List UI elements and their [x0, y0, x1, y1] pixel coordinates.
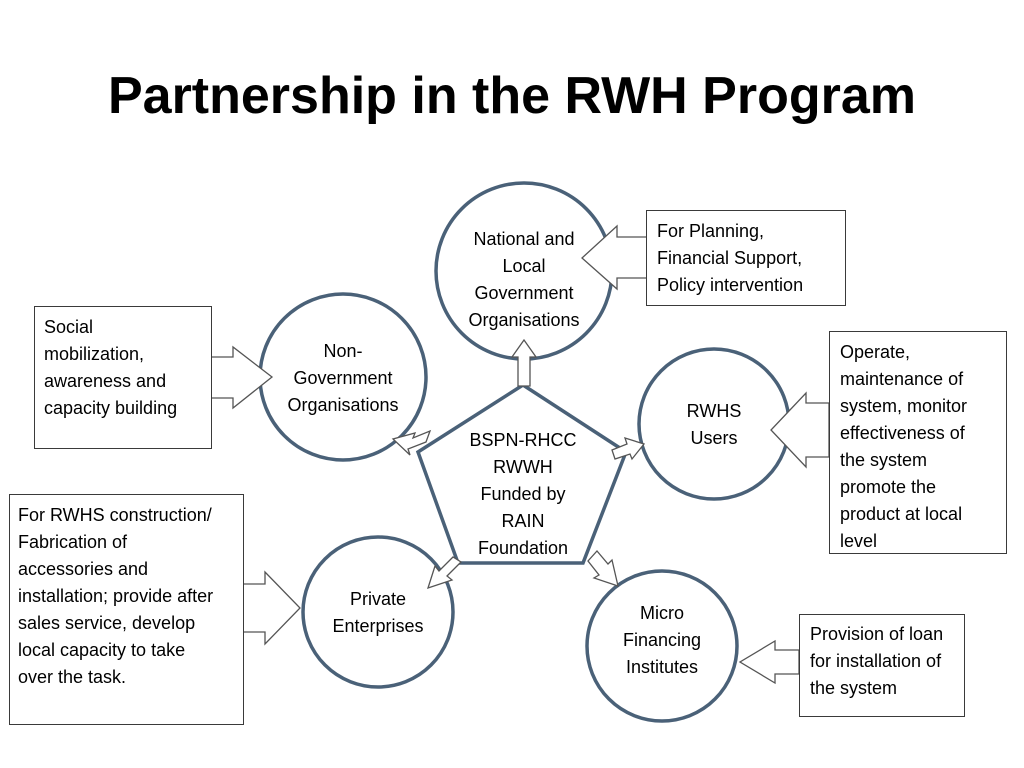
page-title: Partnership in the RWH Program: [107, 67, 917, 125]
micro-financing-label: Micro Financing Institutes: [622, 602, 702, 677]
arrow-box-private: [242, 570, 301, 646]
national-description-text: For Planning, Financial Support, Policy …: [657, 221, 804, 295]
users-description-box: [829, 331, 1007, 554]
center-pentagon: [415, 382, 629, 565]
rwhs-users-label: RWHS Users: [686, 401, 742, 448]
micro-financing-circle: [585, 569, 739, 723]
ngo-description-text: Social mobilization, awareness and capac…: [44, 317, 178, 418]
arrow-box-ngo: [210, 345, 274, 410]
arrow-to-ngo: [391, 429, 432, 456]
arrow-box-micro: [738, 639, 800, 685]
ngo-label: Non- Government Organisations: [287, 340, 399, 415]
private-description-text: For RWHS construction/ Fabrication of ac…: [18, 505, 214, 687]
arrow-box-users: [770, 391, 830, 469]
center-label: BSPN-RHCC RWWH Funded by RAIN Foundation: [469, 429, 577, 558]
micro-description-text: Provision of loan for installation of th…: [810, 624, 944, 698]
national-government-label: National and Local Government Organisati…: [468, 229, 580, 330]
micro-description-box: [799, 614, 965, 717]
users-description-text: Operate, maintenance of system, monitor …: [840, 342, 968, 551]
arrow-to-micro: [587, 550, 619, 587]
private-enterprises-circle: [301, 535, 455, 689]
arrow-to-national: [510, 338, 538, 387]
private-description-box: [9, 494, 244, 725]
ngo-description-box: [34, 306, 212, 449]
arrow-to-private: [426, 556, 463, 590]
arrow-to-users: [611, 436, 646, 461]
arrow-box-national: [581, 224, 648, 291]
national-description-box: [646, 210, 846, 306]
private-enterprises-label: Private Enterprises: [332, 589, 424, 636]
